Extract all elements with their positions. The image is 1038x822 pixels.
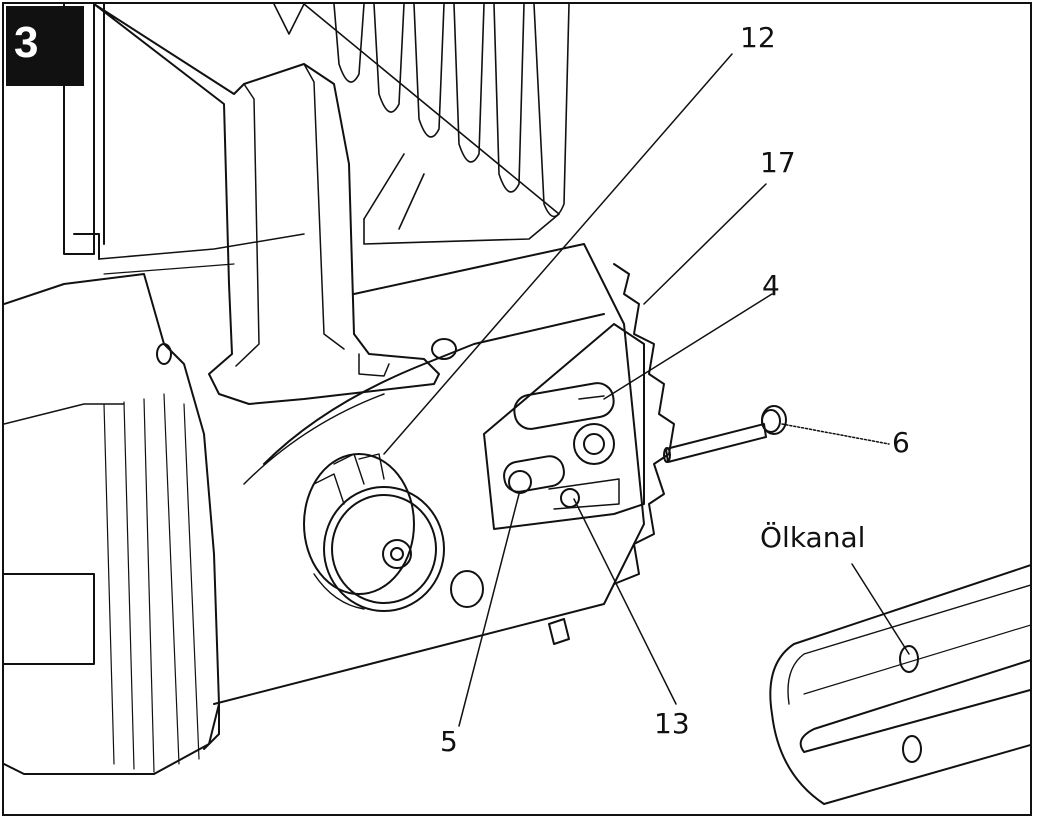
callout-6: 6 (892, 426, 910, 459)
figure-number-badge: 3 (6, 6, 84, 86)
leader-12 (383, 53, 733, 455)
leader-13 (573, 498, 677, 705)
chainsaw-assembly-drawing (4, 4, 1030, 805)
cooling-fins (273, 4, 570, 245)
callout-4: 4 (762, 269, 780, 302)
housing-holes (156, 338, 570, 645)
rear-housing (63, 4, 305, 275)
callout-17: 17 (760, 146, 796, 179)
leader-oelkanal (851, 563, 910, 655)
front-handle (93, 4, 440, 405)
callout-12: 12 (740, 21, 776, 54)
leader-6 (781, 423, 890, 445)
saw-body (4, 243, 645, 775)
leader-4 (603, 293, 773, 400)
drive-pulley (303, 453, 445, 612)
callout-5: 5 (440, 725, 458, 758)
callout-13: 13 (654, 707, 690, 740)
leader-lines (383, 53, 910, 727)
callout-oil-channel: Ölkanal (760, 521, 866, 554)
leader-17 (643, 183, 767, 305)
bolt-6 (663, 405, 787, 463)
sprocket-cover (243, 263, 675, 585)
leader-5 (458, 493, 520, 727)
guide-bar (769, 564, 1030, 805)
